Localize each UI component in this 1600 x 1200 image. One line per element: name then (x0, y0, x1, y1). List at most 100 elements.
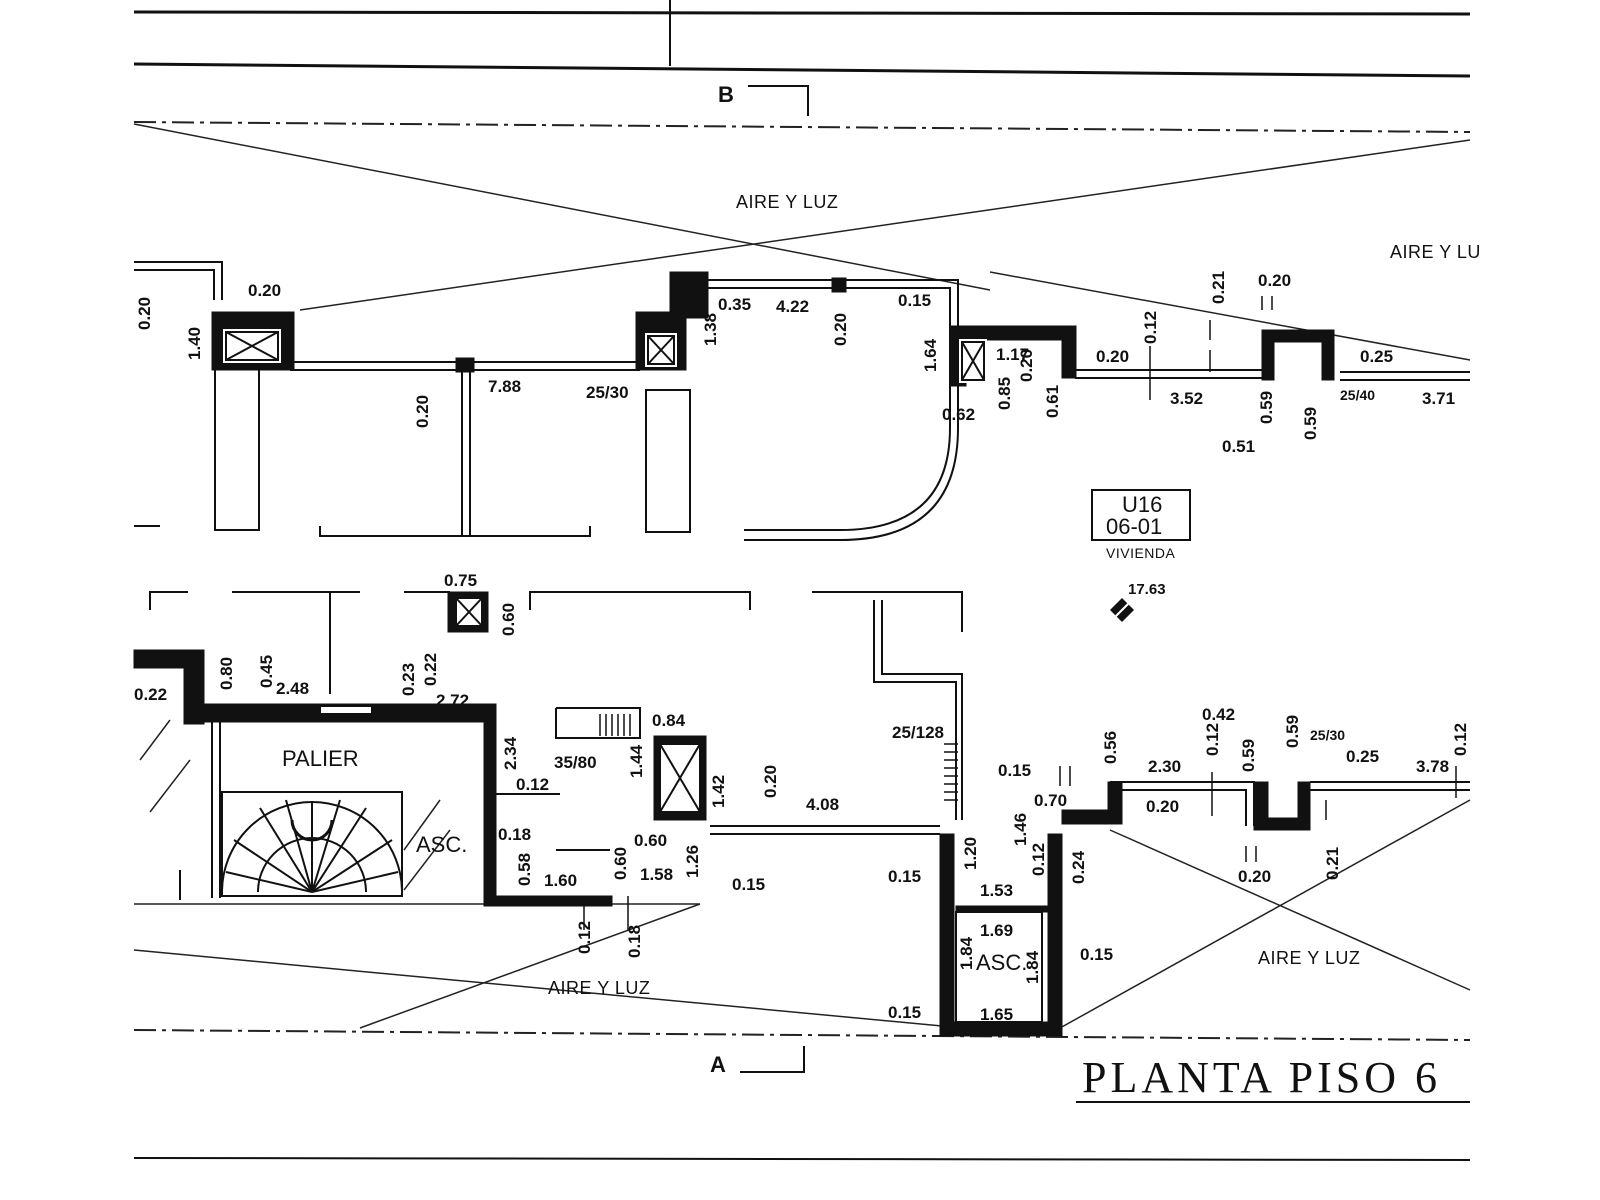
dim-label: 7.88 (488, 377, 521, 396)
dim-label: 0.18 (498, 825, 531, 844)
dim-label: 0.12 (575, 921, 594, 954)
dim-label: 1.65 (980, 1005, 1013, 1024)
unit-use: VIVIENDA (1106, 545, 1176, 561)
axis-lines (133, 121, 1471, 1041)
room-label-palier: PALIER (282, 746, 359, 771)
dim-label: 1.46 (1011, 813, 1030, 846)
dim-label: 0.45 (257, 655, 276, 688)
dim-label: 0.18 (625, 925, 644, 958)
dim-label: 0.80 (217, 657, 236, 690)
dim-label: 0.15 (1080, 945, 1113, 964)
upper-dimensions: 0.20 0.20 1.40 0.20 7.88 25/30 0.35 1.38… (135, 271, 1455, 456)
dim-label: 3.71 (1422, 389, 1455, 408)
plan-title: PLANTA PISO 6 (1082, 1053, 1441, 1102)
dim-label: 1.40 (185, 327, 204, 360)
spiral-staircase (221, 791, 403, 897)
dim-label: 0.58 (515, 853, 534, 886)
dim-label: 1.84 (957, 936, 976, 970)
dim-label: 0.20 (831, 313, 850, 346)
hatch-lines (139, 719, 451, 891)
dim-label: 0.20 (1096, 347, 1129, 366)
room-label-asc-right: ASC. (976, 950, 1027, 975)
dim-label: 1.69 (980, 921, 1013, 940)
dim-label: 2.34 (501, 736, 520, 770)
room-label-aire-top-right: AIRE Y LU (1390, 242, 1481, 262)
dim-label: 0.56 (1101, 731, 1120, 764)
dim-label: 0.59 (1301, 407, 1320, 440)
dim-label: 4.08 (806, 795, 839, 814)
dim-label: 0.12 (1029, 843, 1048, 876)
dim-label: 0.20 (1258, 271, 1291, 290)
room-label-asc-left: ASC. (416, 832, 467, 857)
level-value: 17.63 (1128, 581, 1166, 598)
dim-label: 1.44 (627, 744, 646, 778)
unit-number: 06-01 (1106, 514, 1162, 539)
dim-label: 0.12 (1141, 311, 1160, 344)
dim-label: 0.15 (888, 1003, 921, 1022)
lower-walls (149, 591, 1470, 900)
sheet-frame (133, 0, 1471, 1161)
lower-dimensions: 0.75 0.60 0.22 0.80 0.45 2.48 0.23 0.22 … (134, 571, 1470, 1024)
dim-label: 0.20 (761, 765, 780, 798)
dim-label: 0.21 (1209, 271, 1228, 304)
dim-label: 1.64 (921, 338, 940, 372)
drawing-title: PLANTA PISO 6 (1076, 1053, 1470, 1103)
dim-label: 4.22 (776, 297, 809, 316)
upper-shaft-boxes (223, 329, 987, 383)
dim-label: 0.59 (1283, 715, 1302, 748)
dim-label: 0.75 (444, 571, 477, 590)
dim-label: 0.22 (421, 653, 440, 686)
dim-label: 0.21 (1323, 847, 1342, 880)
dim-label: 2.48 (276, 679, 309, 698)
dim-label: 0.25 (1346, 747, 1379, 766)
dim-label: 0.60 (611, 847, 630, 880)
dim-label: 3.78 (1416, 757, 1449, 776)
dim-label: 0.60 (499, 603, 518, 636)
dim-label: 1.17 (996, 345, 1029, 364)
section-label-a: A (710, 1052, 726, 1077)
light-well-crosses (133, 123, 1471, 1029)
room-label-aire-bottom-right: AIRE Y LUZ (1258, 948, 1360, 968)
small-stair (599, 714, 958, 801)
lower-thick-walls (133, 591, 1311, 1037)
dim-label: 0.61 (1043, 385, 1062, 418)
dim-label: 1.26 (683, 845, 702, 878)
dim-label: 0.20 (135, 297, 154, 330)
dim-label: 0.15 (888, 867, 921, 886)
lower-shaft-boxes (319, 597, 1043, 1023)
dim-label: 0.12 (1203, 723, 1222, 756)
dim-label: 0.70 (1034, 791, 1067, 810)
dim-label: 3.52 (1170, 389, 1203, 408)
unit-code: U16 (1122, 492, 1162, 517)
dim-label: 0.84 (652, 711, 686, 730)
dim-label: 0.25 (1360, 347, 1393, 366)
dim-label: 1.42 (709, 775, 728, 808)
dim-label: 0.42 (1202, 705, 1235, 724)
dimension-ticks (583, 296, 1457, 930)
shaft-cross-marks (225, 331, 985, 381)
section-marker-a: A (710, 1046, 805, 1077)
dim-label: 0.15 (898, 291, 931, 310)
dim-label: 0.12 (1451, 723, 1470, 756)
dim-label: 1.60 (544, 871, 577, 890)
dim-label: 25/128 (892, 723, 944, 742)
dim-label: 1.53 (980, 881, 1013, 900)
dim-label: 25/30 (586, 383, 629, 402)
dim-label: 25/30 (1310, 727, 1345, 743)
dim-label: 0.60 (634, 831, 667, 850)
dim-label: 0.59 (1257, 391, 1276, 424)
dim-label: 0.85 (995, 377, 1014, 410)
dim-label: 1.84 (1023, 950, 1042, 984)
upper-walls (134, 261, 1470, 541)
dim-label: 1.58 (640, 865, 673, 884)
dim-label: 0.22 (134, 685, 167, 704)
dim-label: 0.23 (399, 663, 418, 696)
dim-label: 0.20 (413, 395, 432, 428)
dim-label: 35/80 (554, 753, 597, 772)
dim-label: 0.35 (718, 295, 751, 314)
section-marker-b: B (718, 82, 809, 116)
dim-label: 2.30 (1148, 757, 1181, 776)
dim-label: 0.15 (998, 761, 1031, 780)
